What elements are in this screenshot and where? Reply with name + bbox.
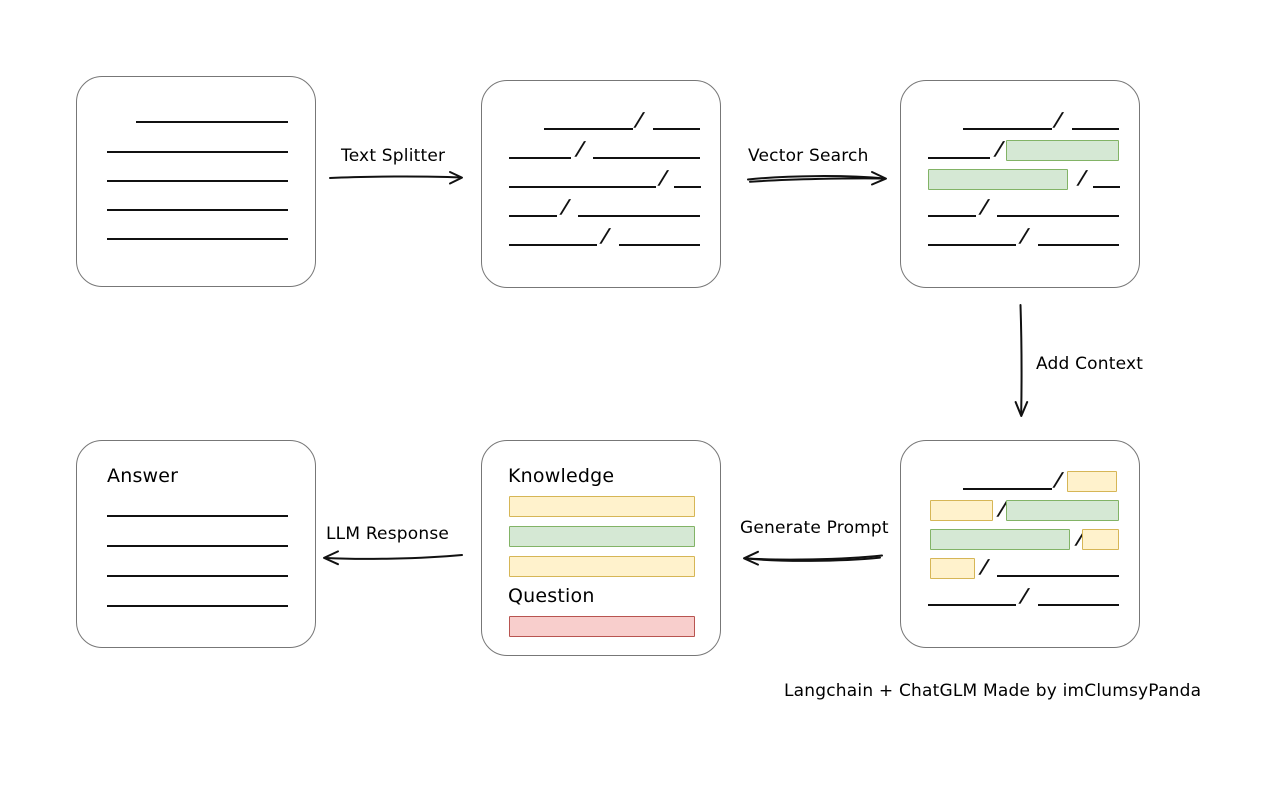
split-slash: /	[979, 196, 990, 218]
prompt-question-title: Question	[508, 585, 595, 607]
matched-chunk-highlight	[1006, 140, 1119, 161]
card-context-document: / / / / /	[900, 440, 1140, 648]
document-line	[1093, 186, 1120, 188]
split-slash: /	[600, 225, 611, 247]
answer-line	[107, 545, 288, 547]
document-line	[107, 151, 288, 153]
prompt-knowledge-title: Knowledge	[508, 465, 615, 487]
document-line	[509, 215, 557, 217]
prompt-knowledge-chunk	[509, 526, 695, 547]
card-split-document: / / / / /	[481, 80, 721, 288]
answer-title: Answer	[107, 465, 179, 487]
arrow-label-llm-response: LLM Response	[326, 524, 450, 544]
document-line	[1038, 244, 1119, 246]
document-line	[509, 186, 656, 188]
document-line	[107, 180, 288, 182]
split-slash: /	[1053, 109, 1064, 131]
document-line	[578, 215, 700, 217]
document-line	[997, 575, 1119, 577]
split-slash: /	[1019, 585, 1030, 607]
document-line	[928, 244, 1016, 246]
context-chunk-highlight	[930, 500, 993, 521]
arrow-label-generate-prompt: Generate Prompt	[740, 518, 889, 538]
document-line	[997, 215, 1119, 217]
arrow-vector-search	[747, 171, 887, 186]
split-slash: /	[575, 138, 586, 160]
arrow-generate-prompt	[743, 550, 883, 566]
document-line	[928, 604, 1016, 606]
split-slash: /	[979, 556, 990, 578]
arrow-label-add-context: Add Context	[1036, 354, 1144, 374]
document-line	[593, 157, 700, 159]
split-slash: /	[994, 138, 1005, 160]
context-chunk-highlight	[930, 529, 1070, 550]
answer-line	[107, 515, 288, 517]
document-line	[136, 121, 288, 123]
document-line	[928, 157, 990, 159]
prompt-knowledge-chunk	[509, 556, 695, 577]
card-answer: Answer	[76, 440, 316, 648]
document-line	[619, 244, 700, 246]
document-line	[963, 488, 1052, 490]
document-line	[928, 215, 976, 217]
arrow-label-vector-search: Vector Search	[748, 146, 869, 166]
split-slash: /	[634, 109, 645, 131]
answer-line	[107, 605, 288, 607]
answer-line	[107, 575, 288, 577]
document-line	[963, 128, 1052, 130]
prompt-question-chunk	[509, 616, 695, 637]
document-line	[107, 238, 288, 240]
diagram-credit: Langchain + ChatGLM Made by imClumsyPand…	[784, 681, 1202, 701]
document-line	[674, 186, 701, 188]
card-source-document	[76, 76, 316, 287]
split-slash: /	[1077, 167, 1088, 189]
document-line	[509, 157, 571, 159]
split-slash: /	[1019, 225, 1030, 247]
split-slash: /	[560, 196, 571, 218]
document-line	[653, 128, 700, 130]
document-line	[544, 128, 633, 130]
card-prompt: Knowledge Question	[481, 440, 721, 656]
split-slash: /	[1053, 469, 1064, 491]
prompt-knowledge-chunk	[509, 496, 695, 517]
arrow-add-context	[1014, 304, 1029, 417]
arrow-text-splitter	[329, 171, 463, 185]
context-chunk-highlight	[1082, 529, 1119, 550]
card-matched-document: / / / / /	[900, 80, 1140, 288]
document-line	[107, 209, 288, 211]
arrow-llm-response	[323, 550, 463, 566]
matched-chunk-highlight	[928, 169, 1068, 190]
context-chunk-highlight	[1006, 500, 1119, 521]
document-line	[1038, 604, 1119, 606]
document-line	[1072, 128, 1119, 130]
context-chunk-highlight	[930, 558, 975, 579]
context-chunk-highlight	[1067, 471, 1117, 492]
split-slash: /	[658, 167, 669, 189]
arrow-label-text-splitter: Text Splitter	[341, 146, 446, 166]
document-line	[509, 244, 597, 246]
